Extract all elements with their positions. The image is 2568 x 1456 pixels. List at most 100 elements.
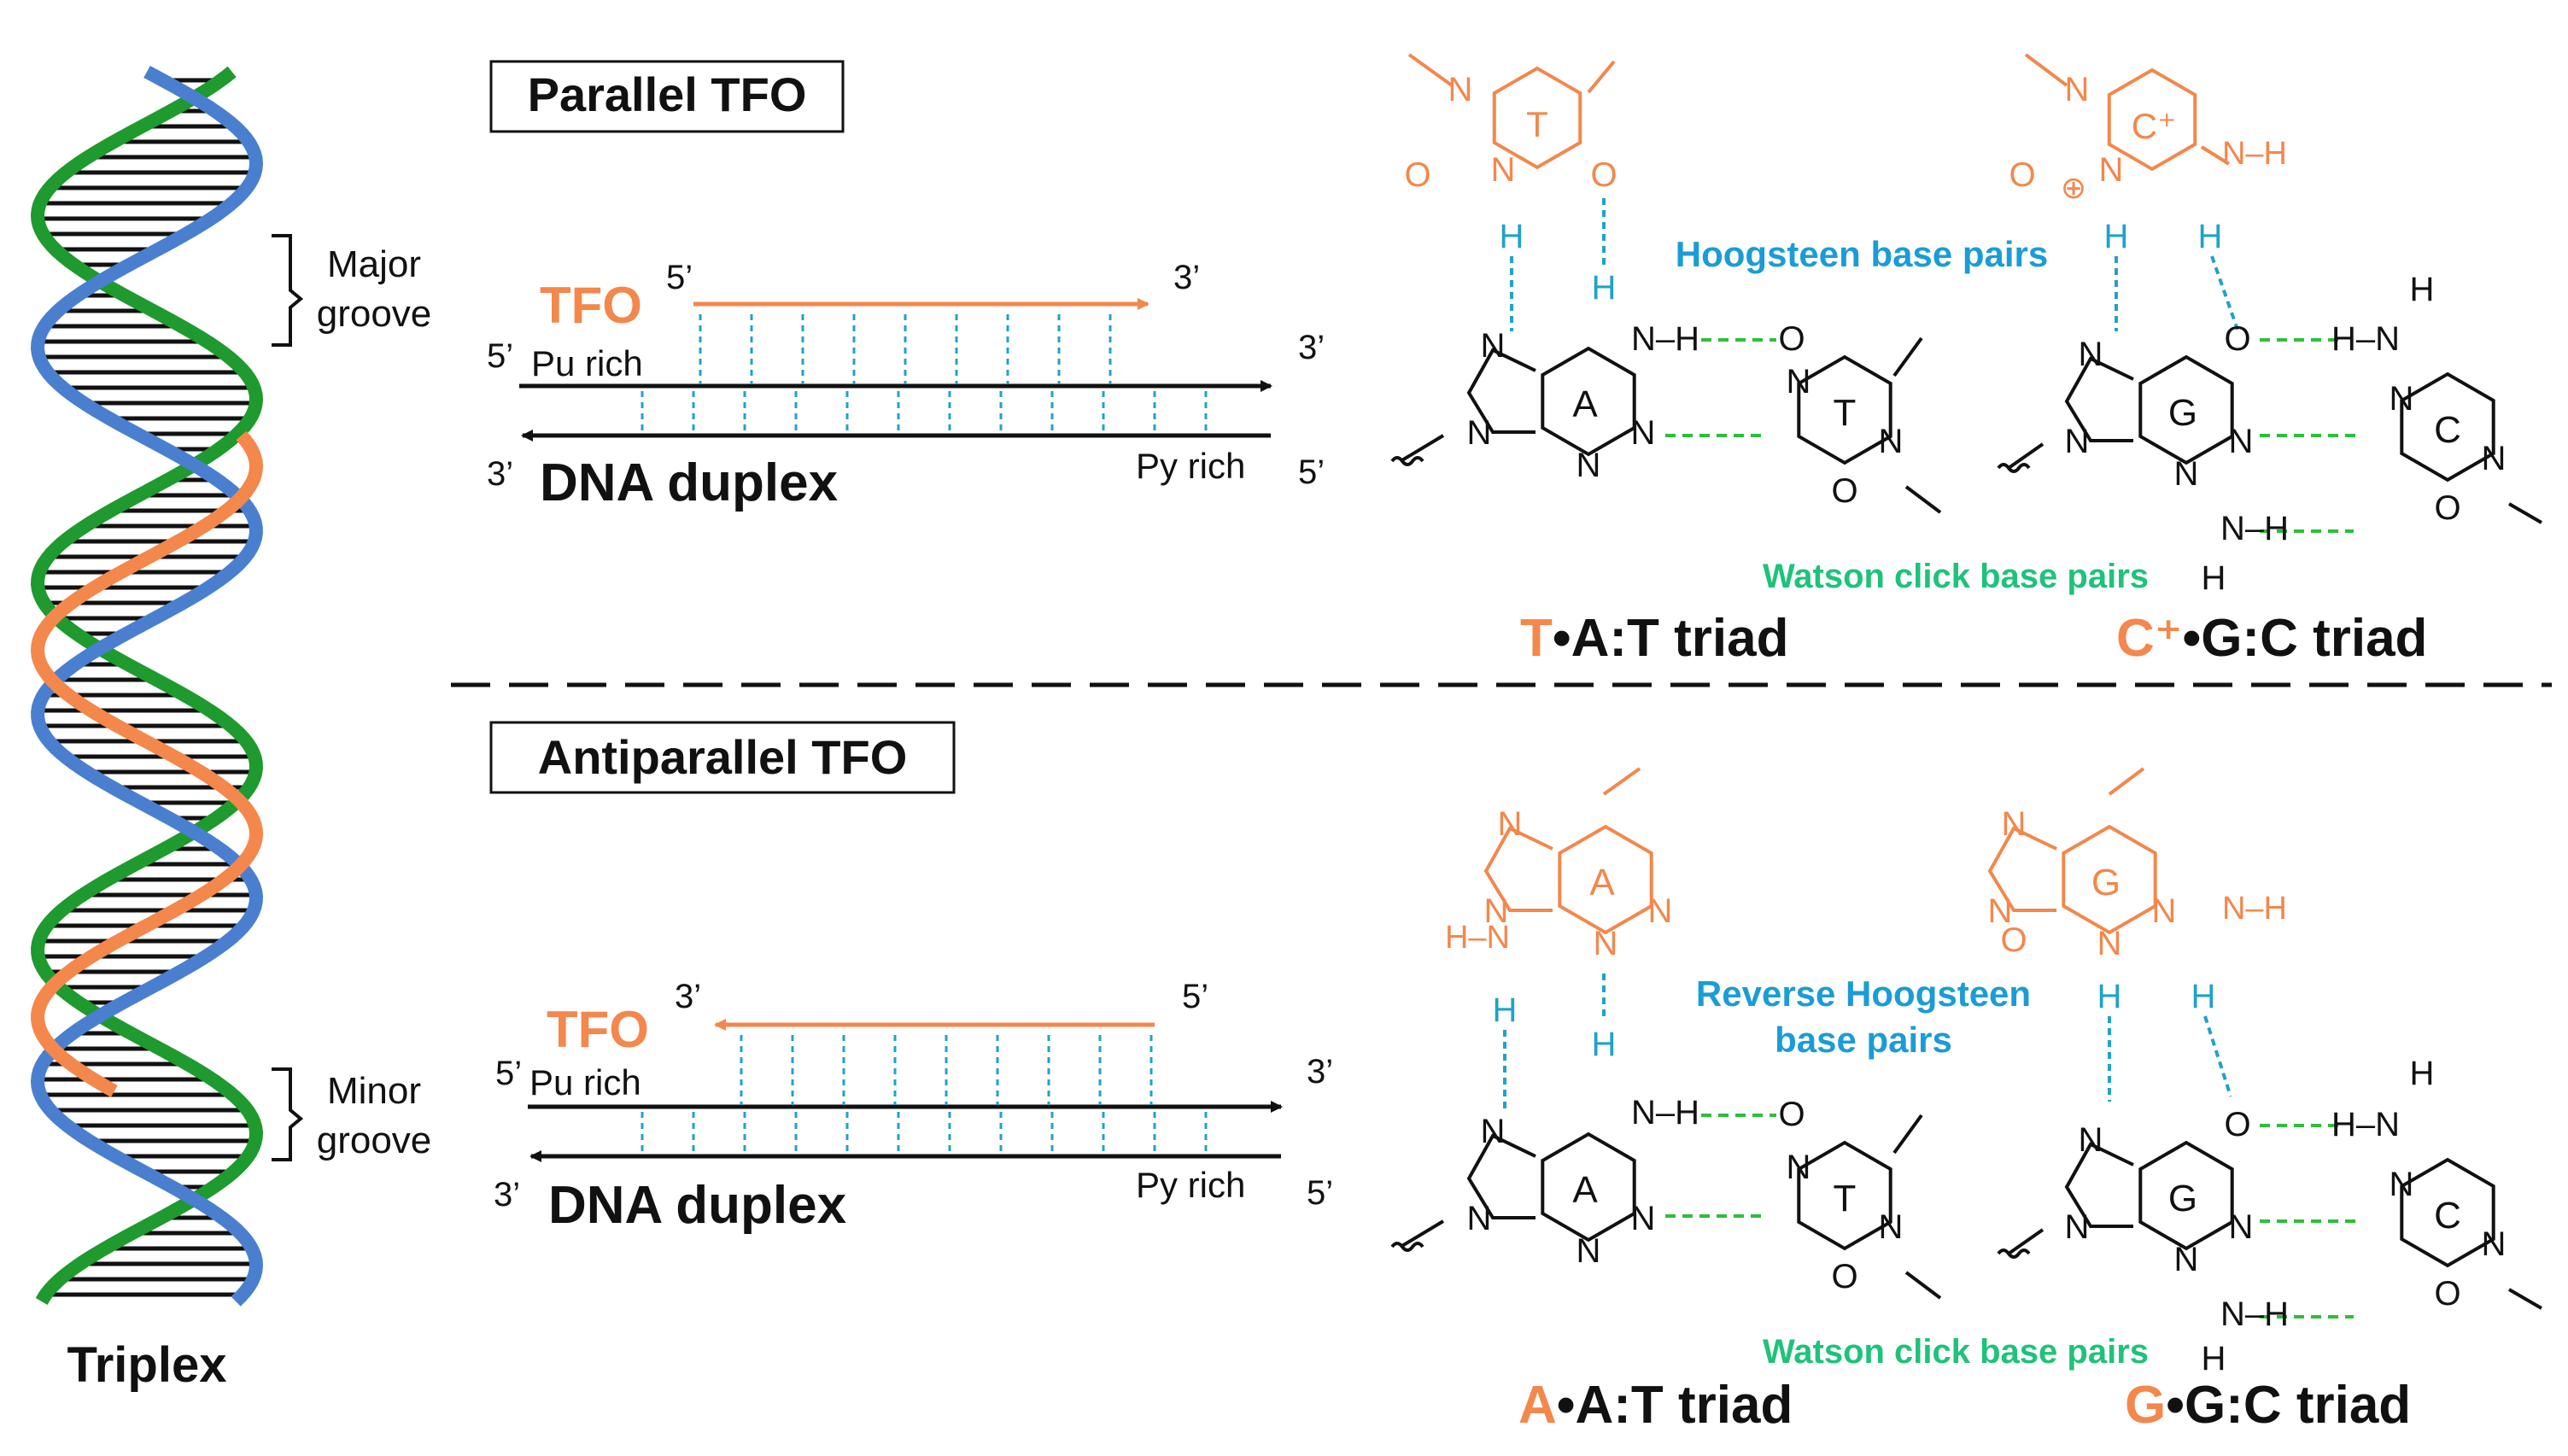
atom-H: H bbox=[2202, 559, 2226, 597]
watson-T-letter: T bbox=[1834, 392, 1857, 434]
parallel-watson-crick-ticks bbox=[641, 391, 1208, 432]
watson-A-letter: A bbox=[1572, 383, 1598, 425]
methyl-bond bbox=[1892, 1114, 1923, 1155]
atom-N: N bbox=[1481, 1113, 1506, 1150]
atom-N: N bbox=[2174, 1241, 2199, 1278]
positive-charge: ⊕ bbox=[2061, 170, 2086, 205]
atom-NH: N–H bbox=[2222, 136, 2287, 172]
hoogsteen-T-ring bbox=[1492, 66, 1582, 170]
atom-NH: N–H bbox=[1631, 1094, 1699, 1131]
atom-N: N bbox=[1879, 1208, 1904, 1246]
orange-tfo-strand bbox=[30, 430, 264, 1097]
atom-H: H bbox=[1493, 991, 1518, 1029]
antiparallel-py-rich: Py rich bbox=[1136, 1165, 1245, 1205]
atom-NH: N–H bbox=[1631, 320, 1699, 358]
atom-O: O bbox=[1778, 320, 1805, 358]
parallel-title: Parallel TFO bbox=[528, 67, 807, 121]
sugar-bond bbox=[2507, 1288, 2543, 1310]
antiparallel-top-3prime: 3’ bbox=[1307, 1053, 1333, 1091]
atom-H: H bbox=[2198, 218, 2223, 255]
watson-G-six-ring bbox=[2138, 354, 2234, 465]
atom-N: N bbox=[1787, 363, 1811, 401]
triad-TAT-prefix: T bbox=[1520, 609, 1553, 668]
atom-N: N bbox=[1648, 892, 1673, 930]
triad-AAT-suffix: •A:T triad bbox=[1557, 1376, 1793, 1435]
atom-O: O bbox=[2000, 921, 2027, 959]
watson-A2-five-ring bbox=[1466, 1133, 1536, 1219]
parallel-title-box bbox=[489, 60, 845, 133]
antiparallel-top-5prime: 5’ bbox=[495, 1055, 522, 1092]
parallel-top-5prime: 5’ bbox=[487, 337, 513, 375]
atom-N: N bbox=[1576, 1232, 1601, 1270]
atom-N: N bbox=[2229, 423, 2254, 460]
antiparallel-hoogsteen-caption-line2: base pairs bbox=[1775, 1020, 1952, 1060]
triad-TAT-suffix: •A:T triad bbox=[1553, 609, 1789, 668]
atom-O: O bbox=[1831, 472, 1857, 510]
atom-N: N bbox=[2065, 71, 2090, 108]
atom-N: N bbox=[1988, 892, 2013, 930]
green-strand bbox=[30, 66, 264, 1305]
atom-N: N bbox=[2079, 336, 2103, 373]
watson-T2-letter: T bbox=[1834, 1178, 1857, 1219]
atom-O: O bbox=[2224, 1106, 2250, 1143]
atom-N: N bbox=[1498, 805, 1523, 843]
parallel-tfo-3prime: 3’ bbox=[1173, 259, 1200, 296]
hoogsteen-Cplus-letter: C⁺ bbox=[2132, 106, 2177, 146]
parallel-pu-rich: Pu rich bbox=[531, 343, 643, 383]
hoogsteen-A-six-ring bbox=[1558, 824, 1653, 935]
watson-G-letter: G bbox=[2168, 392, 2197, 434]
triad-CGC-prefix: C⁺ bbox=[2116, 609, 2183, 668]
sugar-attachment bbox=[1997, 1248, 2031, 1259]
atom-N: N bbox=[2229, 1208, 2254, 1246]
atom-N: N bbox=[2099, 151, 2124, 189]
parallel-dna-duplex: DNA duplex bbox=[540, 453, 839, 512]
sugar-bond bbox=[2507, 502, 2543, 524]
watson-C2-letter: C bbox=[2434, 1195, 2461, 1237]
sugar-bond bbox=[2108, 767, 2145, 796]
atom-N: N bbox=[1467, 1200, 1492, 1237]
watson-C-ring bbox=[2400, 371, 2495, 482]
parallel-watson-caption: Watson click base pairs bbox=[1763, 558, 2149, 595]
antiparallel-title-box bbox=[489, 721, 956, 794]
parallel-py-rich: Py rich bbox=[1136, 446, 1245, 486]
atom-N: N bbox=[2174, 455, 2199, 493]
antiparallel-title: Antiparallel TFO bbox=[538, 730, 908, 784]
antiparallel-dna-duplex: DNA duplex bbox=[548, 1176, 847, 1235]
antiparallel-tfo-5prime: 5’ bbox=[1182, 978, 1208, 1015]
atom-N: N bbox=[1481, 327, 1506, 365]
hoogsteen-T-letter: T bbox=[1526, 104, 1548, 144]
watson-C-letter: C bbox=[2434, 409, 2461, 451]
sugar-bond bbox=[1399, 1219, 1445, 1248]
parallel-bottom-3prime: 3’ bbox=[487, 455, 513, 493]
atom-N: N bbox=[1631, 414, 1656, 452]
atom-H: H bbox=[2104, 218, 2129, 255]
atom-H: H bbox=[1592, 1026, 1617, 1063]
atom-O: O bbox=[2434, 489, 2460, 527]
atom-NH: N–H bbox=[2222, 891, 2287, 927]
atom-N: N bbox=[2152, 892, 2177, 930]
atom-O: O bbox=[2434, 1275, 2460, 1313]
atom-H: H bbox=[2410, 1055, 2435, 1092]
sugar-bond bbox=[1407, 53, 1454, 87]
atom-N: N bbox=[2065, 423, 2090, 460]
atom-O: O bbox=[1778, 1096, 1805, 1133]
triad-GGC-prefix: G bbox=[2125, 1376, 2166, 1435]
atom-NH: N–H bbox=[2220, 510, 2289, 547]
triad-label-AAT: A•A:T triad bbox=[1518, 1376, 1793, 1435]
atom-N: N bbox=[2390, 1166, 2414, 1203]
antiparallel-watson-caption: Watson click base pairs bbox=[1763, 1333, 2149, 1371]
atom-HN: H–N bbox=[1445, 920, 1510, 956]
atom-N: N bbox=[1879, 423, 1904, 460]
atom-HN: H–N bbox=[2331, 1106, 2400, 1143]
antiparallel-tfo-3prime: 3’ bbox=[675, 978, 701, 1015]
hoogsteen-A-letter: A bbox=[1589, 862, 1615, 903]
major-groove-label-word2: groove bbox=[317, 293, 432, 335]
watson-C2-ring bbox=[2400, 1157, 2495, 1268]
watson-A2-six-ring bbox=[1541, 1131, 1636, 1243]
parallel-top-3prime: 3’ bbox=[1298, 329, 1325, 366]
hoogsteen-hbond bbox=[2203, 1015, 2232, 1097]
triad-label-CGC: C⁺•G:C triad bbox=[2116, 609, 2427, 668]
parallel-tfo-label: TFO bbox=[540, 277, 642, 334]
